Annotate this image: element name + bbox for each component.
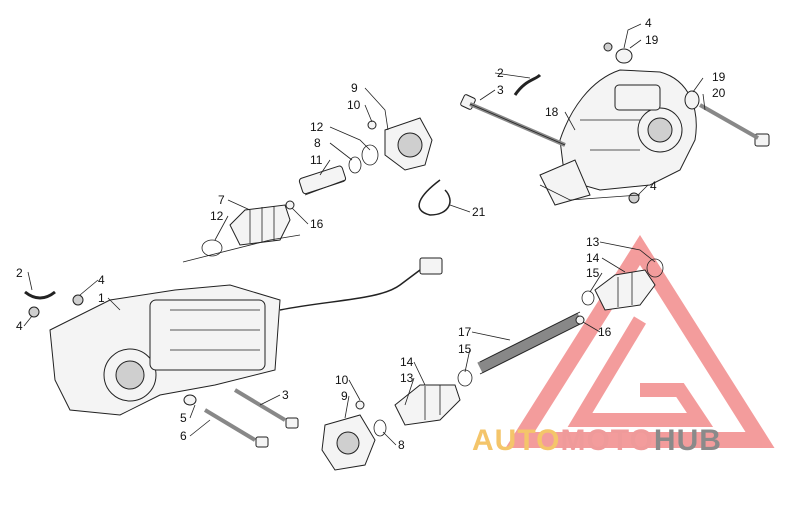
clamp-right: [646, 258, 664, 278]
callout-3-lower: 3: [282, 388, 289, 402]
long-bolt-upper: [460, 94, 566, 147]
callout-14-right: 14: [586, 251, 600, 265]
callout-3-upper: 3: [497, 83, 504, 97]
wire-harness: [279, 269, 421, 311]
watermark-moto: MOTO: [560, 424, 654, 457]
callout-7: 7: [218, 193, 225, 207]
boot-lower: [394, 384, 461, 426]
boot-upper: [229, 204, 291, 246]
spring-clip: [418, 179, 451, 216]
snap-ring-lower: [373, 419, 387, 437]
callout-19-right: 19: [712, 70, 726, 84]
callout-19-top: 19: [645, 33, 659, 47]
ball-16-upper: [285, 200, 295, 210]
callout-20: 20: [712, 86, 726, 100]
callout-2-left: 2: [16, 266, 23, 280]
callout-13-right: 13: [586, 235, 600, 249]
clamp-lower: [457, 369, 473, 387]
callout-10-lower: 10: [335, 373, 349, 387]
callout-14-lower: 14: [400, 355, 414, 369]
callout-8-upper: 8: [314, 136, 321, 150]
splined-shaft-upper: [298, 165, 347, 196]
vent-hose-upper: [513, 73, 542, 96]
o-ring-upper: [361, 144, 379, 166]
callout-16-lower: 16: [598, 325, 612, 339]
watermark-text: AUTOMOTOHUB: [472, 424, 722, 458]
callout-2-upper: 2: [497, 66, 504, 80]
axle-shaft-lower: [477, 311, 583, 375]
callout-6: 6: [180, 429, 187, 443]
callout-11: 11: [310, 153, 323, 167]
vent-hose-left: [24, 290, 56, 300]
callout-9-lower: 9: [341, 389, 348, 403]
output-flange-upper: [367, 117, 433, 171]
callout-1: 1: [98, 291, 105, 305]
boot-right: [594, 269, 656, 311]
connector: [419, 257, 443, 275]
callout-4-top: 4: [645, 16, 652, 30]
nut-left-upper: [72, 294, 84, 306]
long-bolt-right: [684, 90, 770, 147]
nut-left-lower: [28, 306, 40, 318]
callout-labels: 4 19 2 3 19 20 18 4 9 10 12 8 11 7 12 16…: [16, 16, 726, 452]
washer-top: [615, 48, 633, 64]
callout-5: 5: [180, 411, 187, 425]
callout-10-upper: 10: [347, 98, 361, 112]
callout-4-left-upper: 4: [98, 273, 105, 287]
callout-13-lower: 13: [400, 371, 414, 385]
callout-21: 21: [472, 205, 486, 219]
watermark-triangle-logo: [505, 235, 775, 448]
callout-18: 18: [545, 105, 559, 119]
watermark-hub: HUB: [653, 424, 722, 457]
callout-4-lower-right: 4: [650, 179, 657, 193]
clamp-ring-upper: [201, 239, 223, 257]
callout-16-upper: 16: [310, 217, 324, 231]
snap-ring-upper: [348, 156, 362, 174]
nut-lower-right: [628, 192, 640, 204]
leader-lines: [23, 23, 706, 446]
clamp-right-small: [581, 290, 595, 306]
callout-4-left-lower: 4: [16, 319, 23, 333]
front-differential-housing: [49, 284, 281, 416]
callout-15-lower: 15: [458, 342, 472, 356]
callout-12-lower: 12: [210, 209, 224, 223]
rear-gear-case: [539, 69, 697, 206]
long-bolt-lower-left: [183, 388, 299, 448]
watermark-auto: AUTO: [472, 424, 561, 457]
callout-12-upper: 12: [310, 120, 324, 134]
callout-9-upper: 9: [351, 81, 358, 95]
ball-16-lower: [575, 315, 585, 325]
callout-8-lower: 8: [398, 438, 405, 452]
output-flange-lower: [321, 400, 376, 471]
callout-17: 17: [458, 325, 472, 339]
callout-15-right: 15: [586, 266, 600, 280]
nut-top: [603, 42, 613, 52]
